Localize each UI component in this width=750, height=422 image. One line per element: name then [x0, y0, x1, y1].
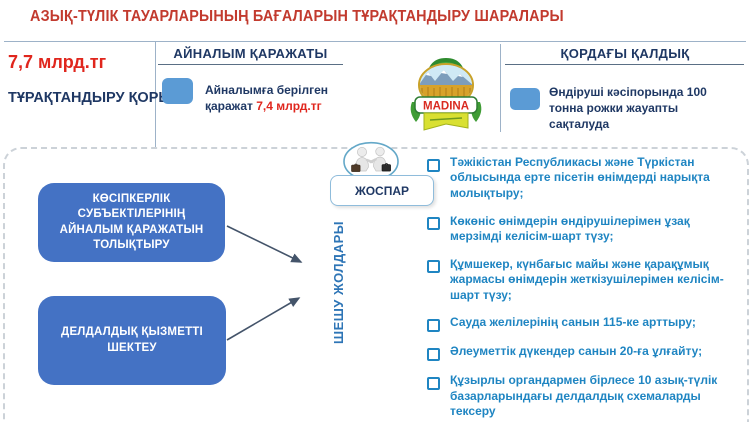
- action-text: Көкөніс өнімдерін өндірушілерімен ұзақ м…: [450, 213, 690, 243]
- stock-chip-icon: [510, 88, 540, 110]
- square-bullet-icon: [427, 260, 440, 274]
- stock-header: ҚОРДАҒЫ ҚАЛДЫҚ: [560, 46, 690, 61]
- action-text: Әлеуметтік дүкендер санын 20-ға ұлғайту;: [450, 344, 703, 359]
- fund-amount: 7,7 млрд.тг: [8, 52, 107, 72]
- list-item: Көкөніс өнімдерін өндірушілерімен ұзақ м…: [427, 214, 737, 245]
- list-item: Әлеуметтік дүкендер санын 20-ға ұлғайту;: [427, 344, 737, 361]
- square-bullet-icon: [427, 158, 440, 172]
- measure-box-intermediary: ДЕЛДАЛДЫҚ ҚЫЗМЕТТІ ШЕКТЕУ: [38, 296, 226, 385]
- fund-label: ТҰРАҚТАНДЫРУ ҚОРЫ: [8, 90, 173, 106]
- action-text: Тәжікістан Республикасы және Түркістан о…: [450, 155, 710, 200]
- solutions-vertical-label: ШЕШУ ЖОЛДАРЫ: [331, 220, 346, 344]
- plan-label-box: ЖОСПАР: [330, 175, 434, 206]
- flow-arrows: [226, 225, 303, 341]
- action-text: Сауда желілерінің санын 115-ке арттыру;: [450, 315, 696, 330]
- square-bullet-icon: [427, 217, 440, 231]
- measure-box-label: ДЕЛДАЛДЫҚ ҚЫЗМЕТТІ ШЕКТЕУ: [61, 326, 203, 354]
- vertical-divider-right: [500, 44, 501, 132]
- stock-text: Өндіруші кәсіпорында 100 тонна рожки жау…: [549, 85, 707, 132]
- list-item: Құмшекер, күнбағыс майы және қарақұмық ж…: [427, 257, 737, 303]
- stock-underline: [505, 64, 744, 65]
- madina-logo: MADINA: [408, 52, 484, 138]
- action-text: Құзырлы органдармен бірлесе 10 азық-түлі…: [450, 373, 718, 419]
- square-bullet-icon: [427, 347, 440, 361]
- working-capital-text-prefix: Айналымға берілген қаражат: [205, 83, 329, 114]
- working-capital-header: АЙНАЛЫМ ҚАРАЖАТЫ: [173, 46, 328, 61]
- square-bullet-icon: [427, 318, 440, 332]
- list-item: Тәжікістан Республикасы және Түркістан о…: [427, 155, 737, 201]
- working-capital-text: Айналымға берілген қаражат 7,4 млрд.тг: [205, 82, 350, 114]
- measure-box-label: КӨСІПКЕРЛІК СУБЪЕКТІЛЕРІНІҢ АЙНАЛЫМ ҚАРА…: [59, 193, 204, 251]
- page-title: АЗЫҚ-ТҮЛІК ТАУАРЛАРЫНЫҢ БАҒАЛАРЫН ТҰРАҚТ…: [30, 8, 564, 25]
- working-capital-chip-icon: [162, 78, 193, 104]
- action-list: Тәжікістан Республикасы және Түркістан о…: [427, 155, 737, 422]
- working-capital-amount: 7,4 млрд.тг: [256, 99, 322, 114]
- list-item: Құзырлы органдармен бірлесе 10 азық-түлі…: [427, 373, 737, 419]
- action-text: Құмшекер, күнбағыс майы және қарақұмық ж…: [450, 256, 724, 302]
- top-divider-line: [4, 41, 746, 42]
- madina-logo-icon: MADINA: [410, 58, 482, 131]
- madina-logo-text: MADINA: [423, 101, 469, 113]
- working-capital-underline: [158, 64, 343, 65]
- measure-box-working-capital: КӨСІПКЕРЛІК СУБЪЕКТІЛЕРІНІҢ АЙНАЛЫМ ҚАРА…: [38, 183, 225, 262]
- square-bullet-icon: [427, 376, 440, 390]
- vertical-divider-left: [155, 41, 156, 147]
- handshake-people-icon: [342, 141, 400, 182]
- list-item: Сауда желілерінің санын 115-ке арттыру;: [427, 315, 737, 332]
